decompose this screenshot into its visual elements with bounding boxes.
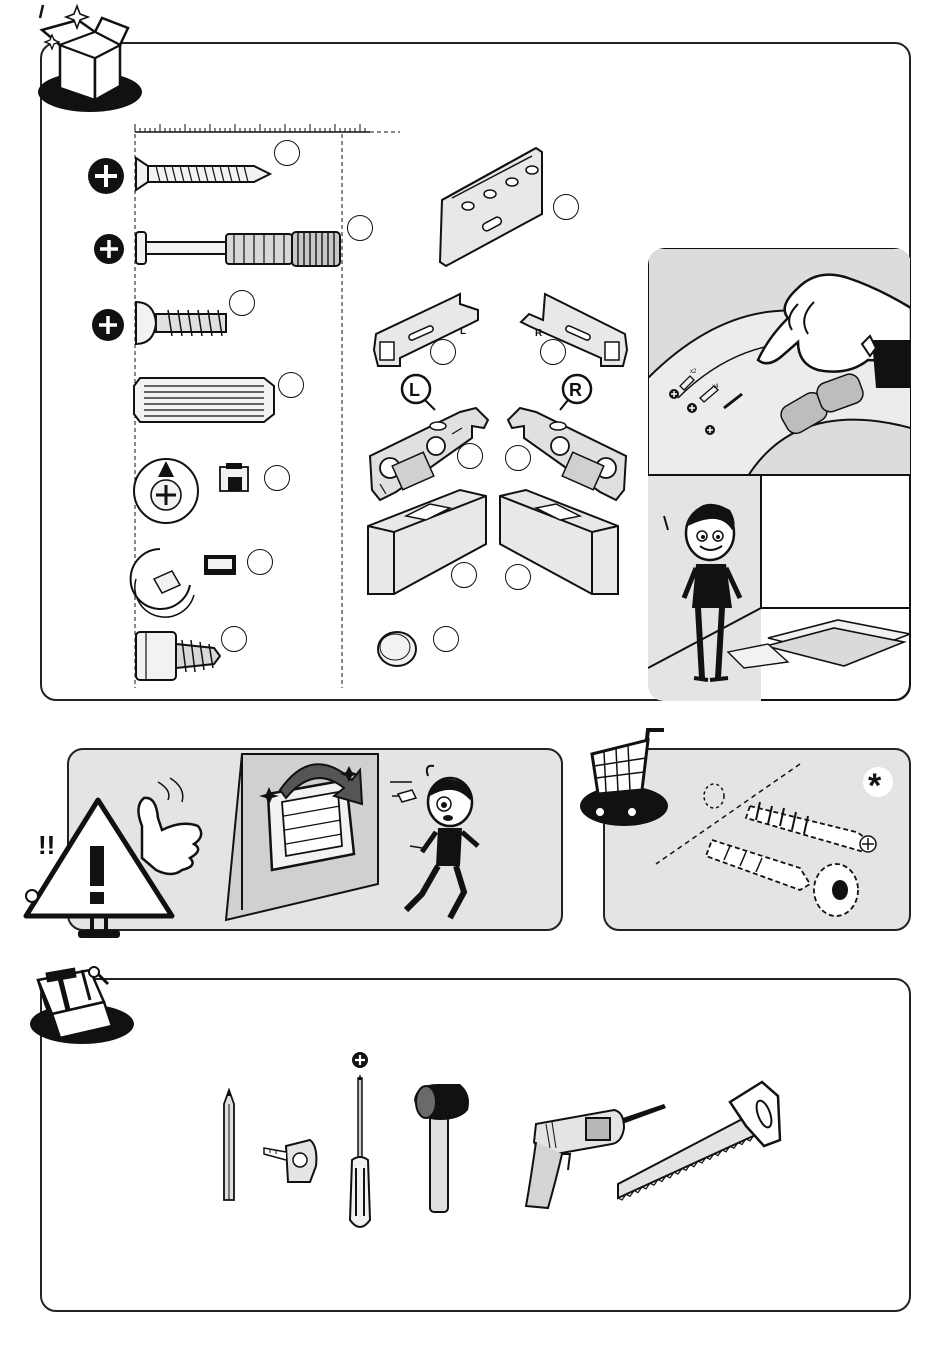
left-side-letter: L bbox=[409, 380, 420, 400]
hand-saw-icon bbox=[612, 1080, 786, 1202]
scared-man-icon bbox=[388, 762, 488, 922]
exclaim-marks: !! bbox=[38, 830, 55, 860]
quantity-circle-barrel-screw bbox=[221, 626, 247, 652]
toolbox-icon bbox=[16, 950, 126, 1046]
quantity-circle-bracket-left bbox=[430, 339, 456, 365]
sorting-hint-panel: x2 x4 bbox=[648, 248, 911, 701]
count-x2: x2 bbox=[690, 369, 697, 375]
quantity-circle-connector-bolt bbox=[347, 215, 373, 241]
asterisk-badge: * bbox=[860, 764, 896, 800]
barrel-screw-part bbox=[134, 630, 224, 682]
bracket-left-part: L bbox=[370, 290, 486, 370]
tape-measure-icon bbox=[260, 1136, 320, 1186]
cap-part bbox=[376, 628, 420, 670]
long-screw-part bbox=[134, 156, 274, 192]
quantity-circle-hanger-left bbox=[457, 443, 483, 469]
bracket-left-letter: L bbox=[460, 326, 466, 337]
connector-bolt-part bbox=[134, 228, 344, 268]
bracket-right-part: R bbox=[515, 290, 633, 370]
wooden-dowel-part bbox=[132, 374, 282, 426]
phillips-marker-icon bbox=[90, 307, 126, 343]
phillips-screwdriver-icon bbox=[340, 1050, 380, 1232]
mallet-icon bbox=[410, 1080, 472, 1216]
count-x4: x4 bbox=[712, 384, 719, 390]
quantity-circle-cam-housing bbox=[247, 549, 273, 575]
asterisk-text: * bbox=[868, 767, 882, 805]
short-screw-part bbox=[134, 298, 234, 348]
quantity-circle-cap bbox=[433, 626, 459, 652]
quantity-circle-wooden-dowel bbox=[278, 372, 304, 398]
quantity-circle-cover-right bbox=[505, 564, 531, 590]
wall-anchor-illustration bbox=[650, 760, 880, 925]
quantity-circle-long-screw bbox=[274, 140, 300, 166]
cam-lock-part bbox=[132, 455, 262, 527]
quantity-circle-short-screw bbox=[229, 290, 255, 316]
cam-housing-part bbox=[132, 545, 242, 607]
quantity-circle-hanger-right bbox=[505, 445, 531, 471]
quantity-circle-cover-left bbox=[451, 562, 477, 588]
quantity-circle-cam-lock bbox=[264, 465, 290, 491]
phillips-marker-icon bbox=[92, 232, 126, 266]
phillips-marker-icon bbox=[86, 156, 126, 196]
warning-sign-icon: !! bbox=[22, 770, 202, 946]
quantity-circle-hanging-rail bbox=[553, 194, 579, 220]
mounting-warning-illustration bbox=[222, 750, 382, 920]
hanging-rail-part bbox=[436, 144, 551, 270]
bracket-right-letter: R bbox=[535, 328, 543, 339]
quantity-circle-bracket-right bbox=[540, 339, 566, 365]
right-side-letter: R bbox=[569, 380, 582, 400]
open-box-icon bbox=[20, 0, 130, 115]
pencil-icon bbox=[220, 1088, 238, 1204]
